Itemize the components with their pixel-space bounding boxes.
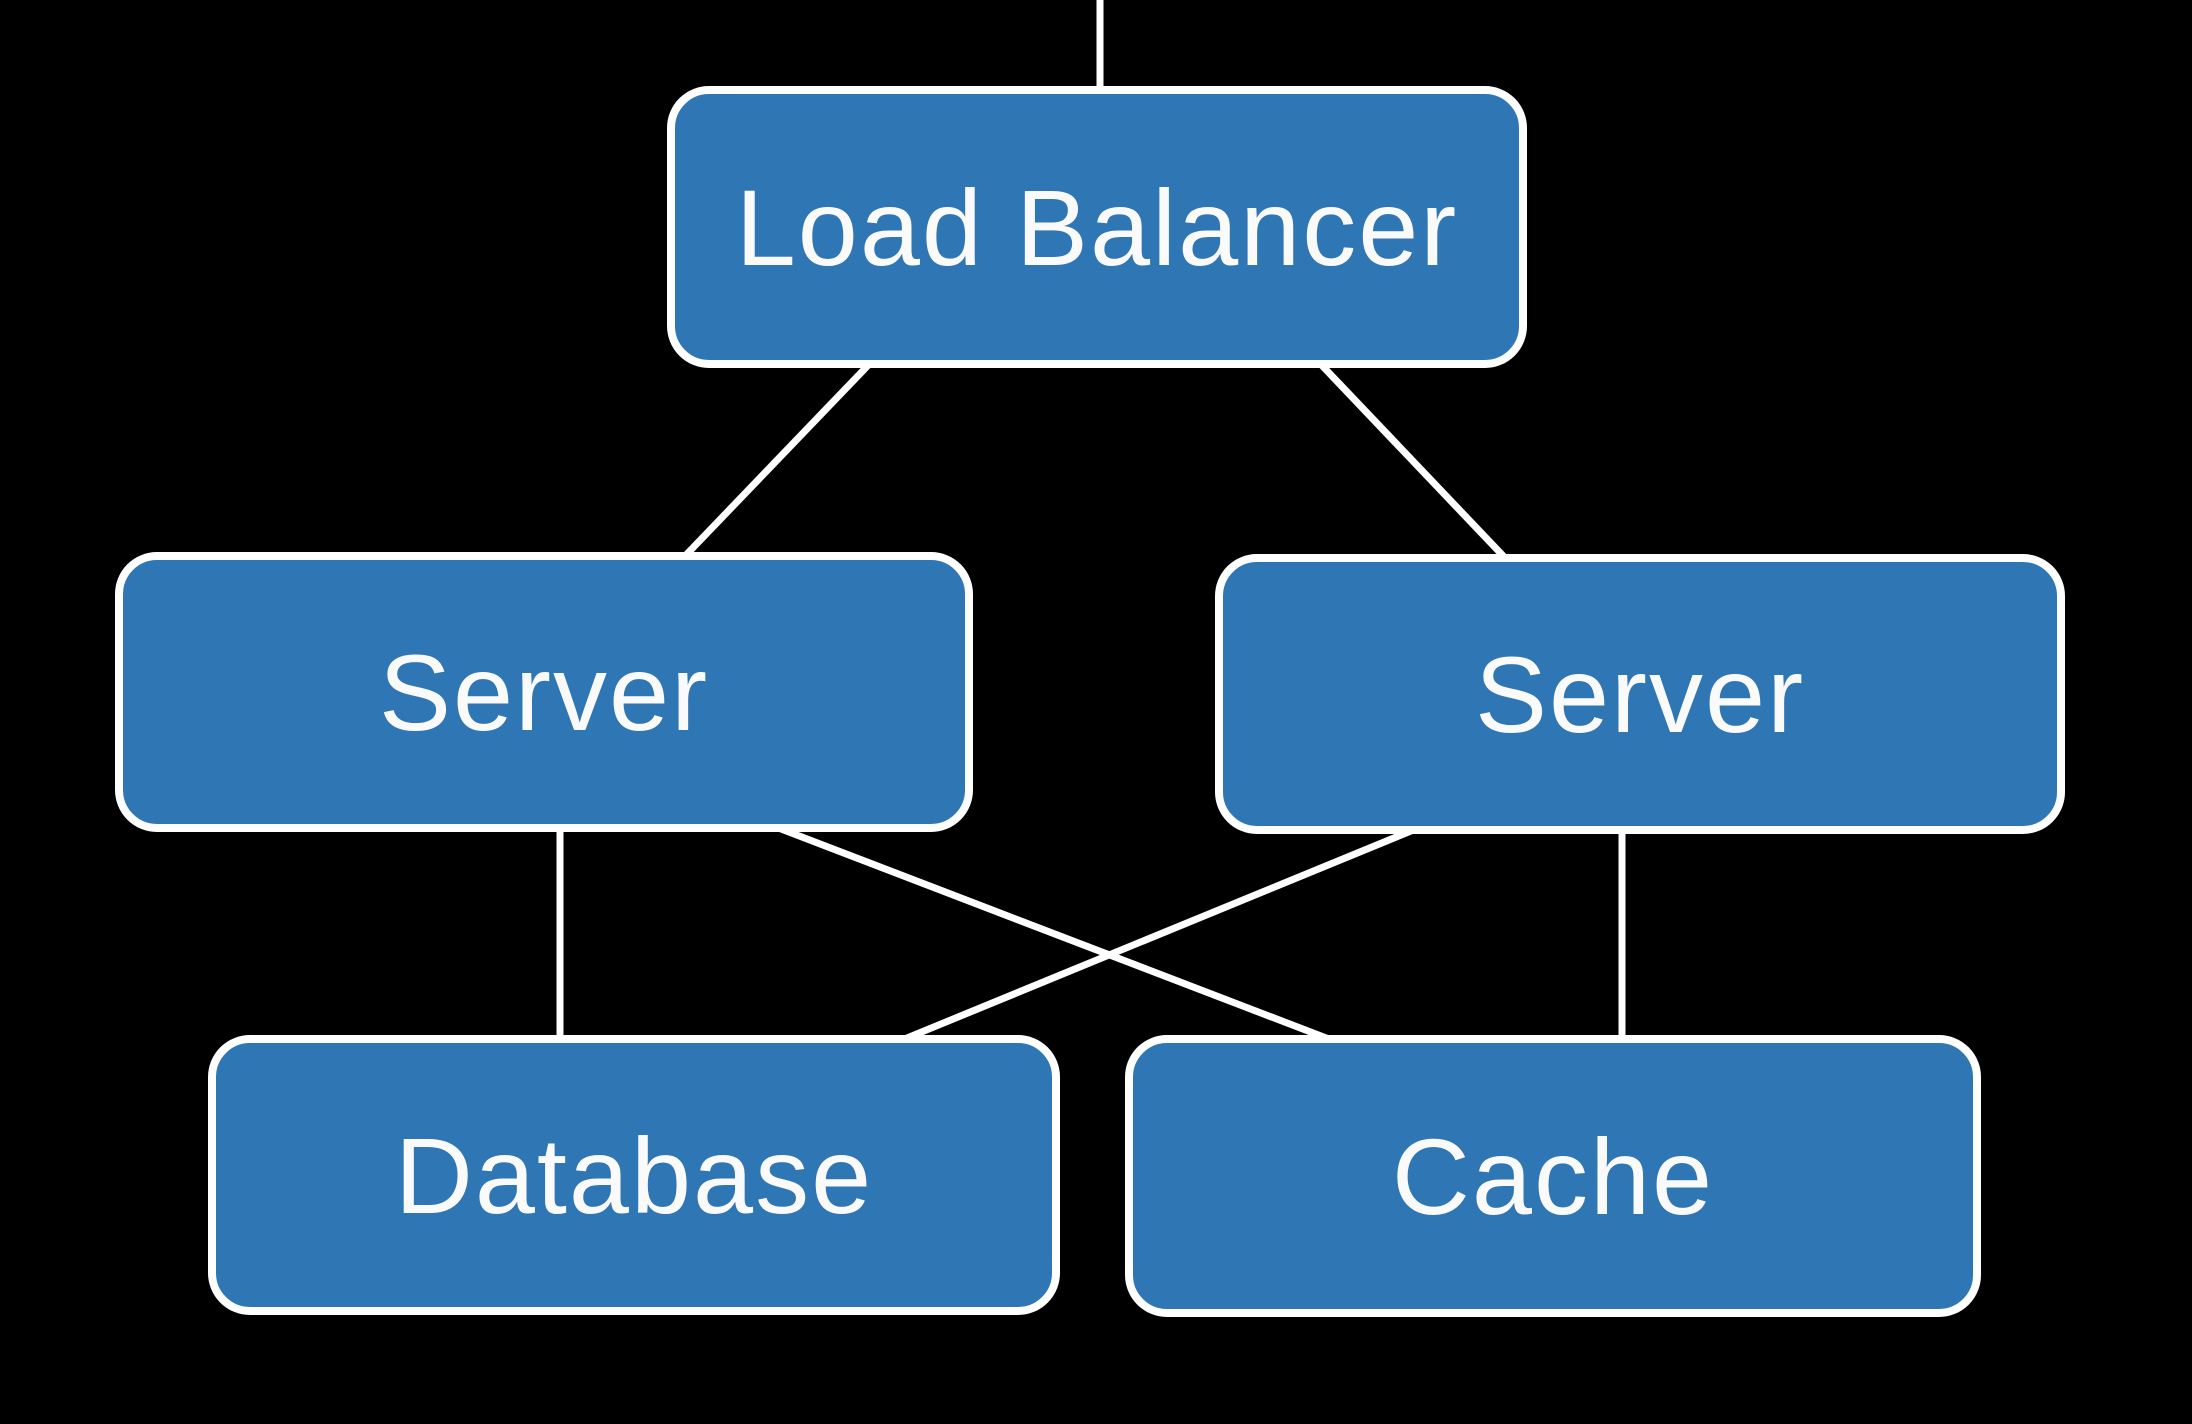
edge-server-right-to-database [864,820,1432,1058]
edge-load-balancer-to-server-right [1308,351,1532,586]
node-database: Database [208,1035,1060,1315]
node-server-right: Server [1215,554,2065,834]
edge-load-balancer-to-server-left [658,351,882,584]
node-server-left-label: Server [378,631,710,753]
node-load-balancer-label: Load Balancer [735,166,1459,288]
node-load-balancer: Load Balancer [667,86,1527,368]
node-database-label: Database [394,1114,874,1236]
node-server-right-label: Server [1474,633,1806,755]
node-server-left: Server [115,552,973,832]
edge-server-left-to-cache [764,820,1372,1058]
node-cache-label: Cache [1391,1115,1715,1237]
node-cache: Cache [1125,1035,1981,1317]
